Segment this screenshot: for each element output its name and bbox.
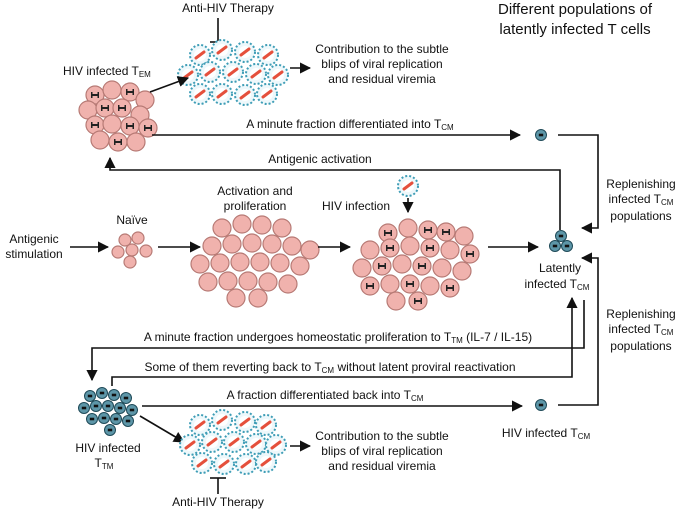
antigenic-stimulation-line1: Antigenic: [9, 232, 58, 246]
virus-cluster-bottom: [178, 408, 288, 476]
activated-cell-cluster: [190, 214, 320, 308]
tem-cell-cluster: [78, 80, 158, 152]
hiv-infected-tem-label: HIV infected TEM: [63, 64, 151, 79]
naive-cells: [111, 231, 153, 269]
virus-icon: [256, 43, 280, 67]
virus-icon: [210, 82, 234, 106]
virus-icon: [178, 433, 202, 457]
contribution-top-line3: and residual viremia: [328, 72, 436, 86]
virus-icon: [244, 432, 268, 456]
hiv-infection-label: HIV infection: [322, 199, 390, 213]
naive-label: Naïve: [116, 213, 148, 227]
title-line2: latently infected T cells: [499, 21, 650, 38]
anti-hiv-therapy-bottom: Anti-HIV Therapy: [172, 495, 264, 509]
virus-icon: [188, 43, 212, 67]
replenish-arrow-top: [558, 134, 599, 234]
virus-icon: [233, 40, 257, 64]
replenishing-top-line2: infected TCM: [609, 192, 674, 207]
reverting-label: Some of them reverting back to TCM witho…: [144, 360, 515, 375]
hiv-infected-ttm-line1: HIV infected: [75, 441, 140, 455]
replenishing-top-line3: populations: [610, 209, 671, 223]
latent-cell-icon: [535, 399, 547, 411]
virus-icon: [212, 452, 236, 476]
virus-icon: [200, 430, 224, 454]
fraction-back-label: A fraction differentiated back into TCM: [227, 388, 424, 403]
antigenic-stimulation-line2: stimulation: [5, 247, 62, 261]
contribution-bottom-line2: blips of viral replication: [321, 444, 442, 458]
contribution-bottom-line3: and residual viremia: [328, 459, 436, 473]
virus-icon: [233, 410, 257, 434]
replenishing-bottom-line1: Replenishing: [606, 307, 675, 321]
antigenic-activation-arrow: [104, 156, 561, 230]
virus-icon: [254, 413, 278, 437]
replenishing-bottom-line2: infected TCM: [609, 322, 674, 337]
virus-icon: [198, 60, 222, 84]
virus-icon: [266, 63, 290, 87]
virus-icon: [190, 451, 214, 475]
arrow-tem-to-virus: [149, 76, 190, 93]
latent-cell-icon: [549, 240, 561, 252]
latently-line2: infected TCM: [525, 277, 590, 292]
activation-line1: Activation and: [217, 184, 292, 198]
antigenic-activation-label: Antigenic activation: [268, 152, 371, 166]
virus-icon: [221, 60, 245, 84]
virus-icon: [244, 62, 268, 86]
latent-cell-cluster: [549, 230, 573, 252]
virus-icon: [188, 82, 212, 106]
latent-cell-icon: [555, 230, 567, 242]
contribution-bottom-line1: Contribution to the subtle: [315, 429, 449, 443]
virus-icon: [254, 450, 278, 474]
activation-line2: proliferation: [224, 199, 287, 213]
homeostatic-label: A minute fraction undergoes homeostatic …: [144, 330, 532, 345]
reverting-arrow: [111, 296, 578, 386]
latently-line1: Latently: [539, 261, 581, 275]
arrow-ttm-to-virus: [139, 415, 185, 443]
virus-icon: [233, 83, 257, 107]
latent-cell-icon: [535, 129, 547, 141]
contribution-top-line2: blips of viral replication: [321, 57, 442, 71]
virus-cluster-top: [176, 38, 290, 107]
replenishing-bottom-line3: populations: [610, 339, 671, 353]
homeostatic-arrow: [86, 300, 585, 382]
hiv-infected-ttm-line2: TTM: [95, 456, 114, 471]
virus-icon: [222, 430, 246, 454]
hiv-infected-tcm-label: HIV infected TCM: [502, 426, 591, 441]
minute-fraction-tcm-label: A minute fraction differentiated into TC…: [246, 117, 454, 132]
replenishing-top-line1: Replenishing: [606, 177, 675, 191]
latent-cell-icon: [561, 240, 573, 252]
ttm-cell-cluster: [78, 387, 138, 436]
virus-icon: [234, 452, 258, 476]
virus-icon: [188, 413, 212, 437]
title-line1: Different populations of: [498, 1, 653, 18]
virus-icon: [210, 38, 234, 62]
virus-icon: [255, 82, 279, 106]
replenish-arrow-bottom: [558, 252, 599, 406]
virus-icon: [176, 63, 200, 87]
virus-icon: [396, 174, 420, 198]
contribution-top-line1: Contribution to the subtle: [315, 42, 449, 56]
virus-icon: [210, 408, 234, 432]
anti-hiv-therapy-top: Anti-HIV Therapy: [182, 1, 274, 15]
infected-cell-cluster: [352, 218, 480, 311]
